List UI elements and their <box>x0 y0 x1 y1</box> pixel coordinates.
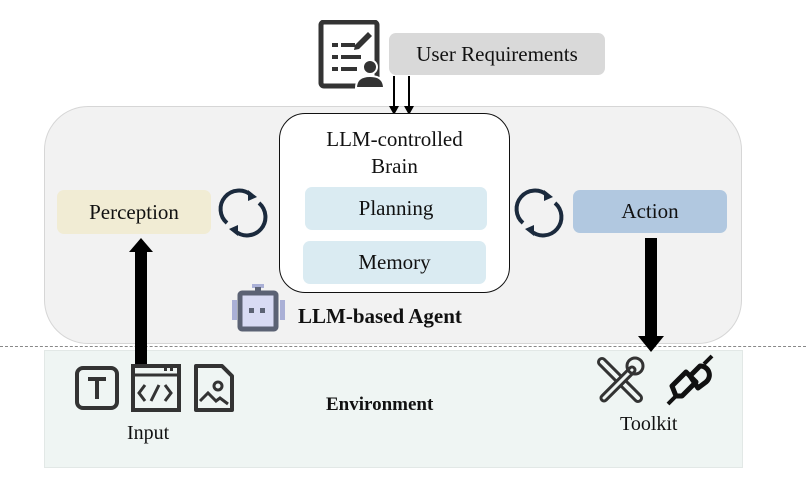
planning-module: Planning <box>305 187 487 230</box>
checklist-user-icon <box>318 20 384 89</box>
input-to-perception-arrow <box>129 238 153 364</box>
input-label: Input <box>127 422 170 444</box>
perception-box: Perception <box>57 190 211 234</box>
requirements-arrows <box>389 76 414 115</box>
tools-icon <box>597 356 645 403</box>
brain-title-line1: LLM-controlled <box>326 127 463 151</box>
brain-title: LLM-controlled Brain <box>280 126 509 180</box>
image-file-icon <box>194 364 234 412</box>
agent-label: LLM-based Agent <box>298 304 462 328</box>
brain-title-line2: Brain <box>371 154 418 178</box>
memory-module: Memory <box>303 241 486 284</box>
code-window-icon <box>131 364 181 412</box>
environment-label: Environment <box>326 394 434 415</box>
user-requirements-box: User Requirements <box>389 33 605 75</box>
action-box: Action <box>573 190 727 233</box>
toolkit-label: Toolkit <box>620 413 678 435</box>
cycle-arrows-icon-right <box>514 188 564 238</box>
plug-icon <box>666 354 714 406</box>
cycle-arrows-icon-left <box>218 188 268 238</box>
agent-environment-divider <box>0 346 806 347</box>
llm-brain-box: LLM-controlled Brain Planning Memory <box>279 113 510 293</box>
text-icon <box>75 366 119 410</box>
action-to-toolkit-arrow <box>638 238 664 352</box>
robot-icon <box>232 284 285 332</box>
